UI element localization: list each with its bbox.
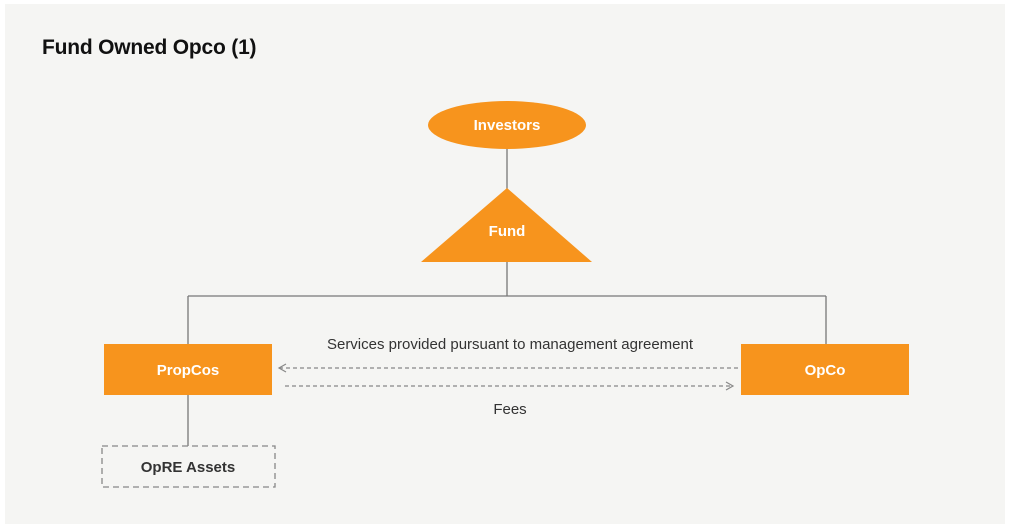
propcos-node: PropCos bbox=[104, 344, 272, 395]
connector-lines bbox=[187, 149, 827, 446]
fund-node: Fund bbox=[421, 188, 592, 262]
opre-assets-node: OpRE Assets bbox=[101, 445, 276, 488]
opco-node: OpCo bbox=[741, 344, 909, 395]
investors-node: Investors bbox=[428, 101, 586, 149]
page-title: Fund Owned Opco (1) bbox=[42, 36, 257, 59]
services-label: Services provided pursuant to management… bbox=[327, 336, 694, 353]
flow-arrows bbox=[277, 363, 738, 391]
diagram-canvas bbox=[5, 4, 1005, 524]
investors-label: Investors bbox=[474, 117, 541, 134]
opre-assets-label: OpRE Assets bbox=[141, 459, 235, 476]
fees-label: Fees bbox=[493, 401, 526, 418]
propcos-label: PropCos bbox=[157, 362, 220, 379]
opco-label: OpCo bbox=[805, 362, 846, 379]
fund-label: Fund bbox=[489, 223, 526, 240]
